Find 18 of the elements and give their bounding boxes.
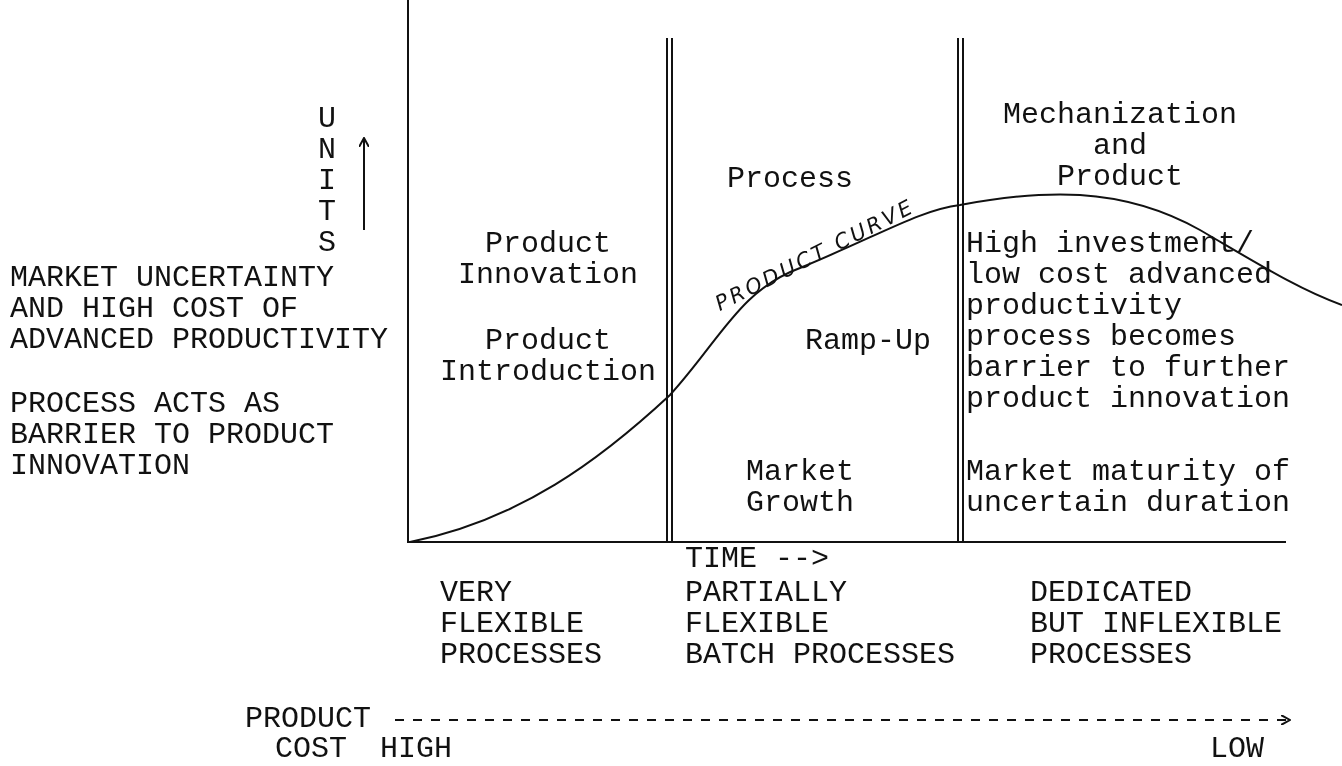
phase-heading: Process: [727, 164, 853, 195]
note-text: PROCESS ACTS AS BARRIER TO PRODUCT INNOVATION: [10, 389, 335, 482]
note-text: Market maturity of uncertain duration: [966, 457, 1291, 519]
phase-heading: Mechanization and Product: [1003, 100, 1237, 193]
phase-heading: Ramp-Up: [805, 326, 931, 357]
axis-label: PRODUCT: [245, 704, 372, 735]
process-type-label: DEDICATED BUT INFLEXIBLE PROCESSES: [1030, 578, 1283, 671]
scale-label: HIGH: [380, 734, 452, 765]
process-type-label: PARTIALLY FLEXIBLE BATCH PROCESSES: [685, 578, 956, 671]
axis-label: COST: [275, 734, 347, 765]
phase-heading: Product Innovation: [458, 229, 638, 291]
process-type-label: VERY FLEXIBLE PROCESSES: [440, 578, 603, 671]
phase-heading: Market Growth: [746, 457, 854, 519]
phase-heading: Product Introduction: [440, 326, 656, 388]
scale-label: LOW: [1210, 734, 1264, 765]
axis-label: TIME -->: [685, 544, 830, 575]
axis-label: UNITS: [318, 104, 336, 259]
note-text: MARKET UNCERTAINTY AND HIGH COST OF ADVANCED PRODUCTIVITY: [10, 263, 389, 356]
